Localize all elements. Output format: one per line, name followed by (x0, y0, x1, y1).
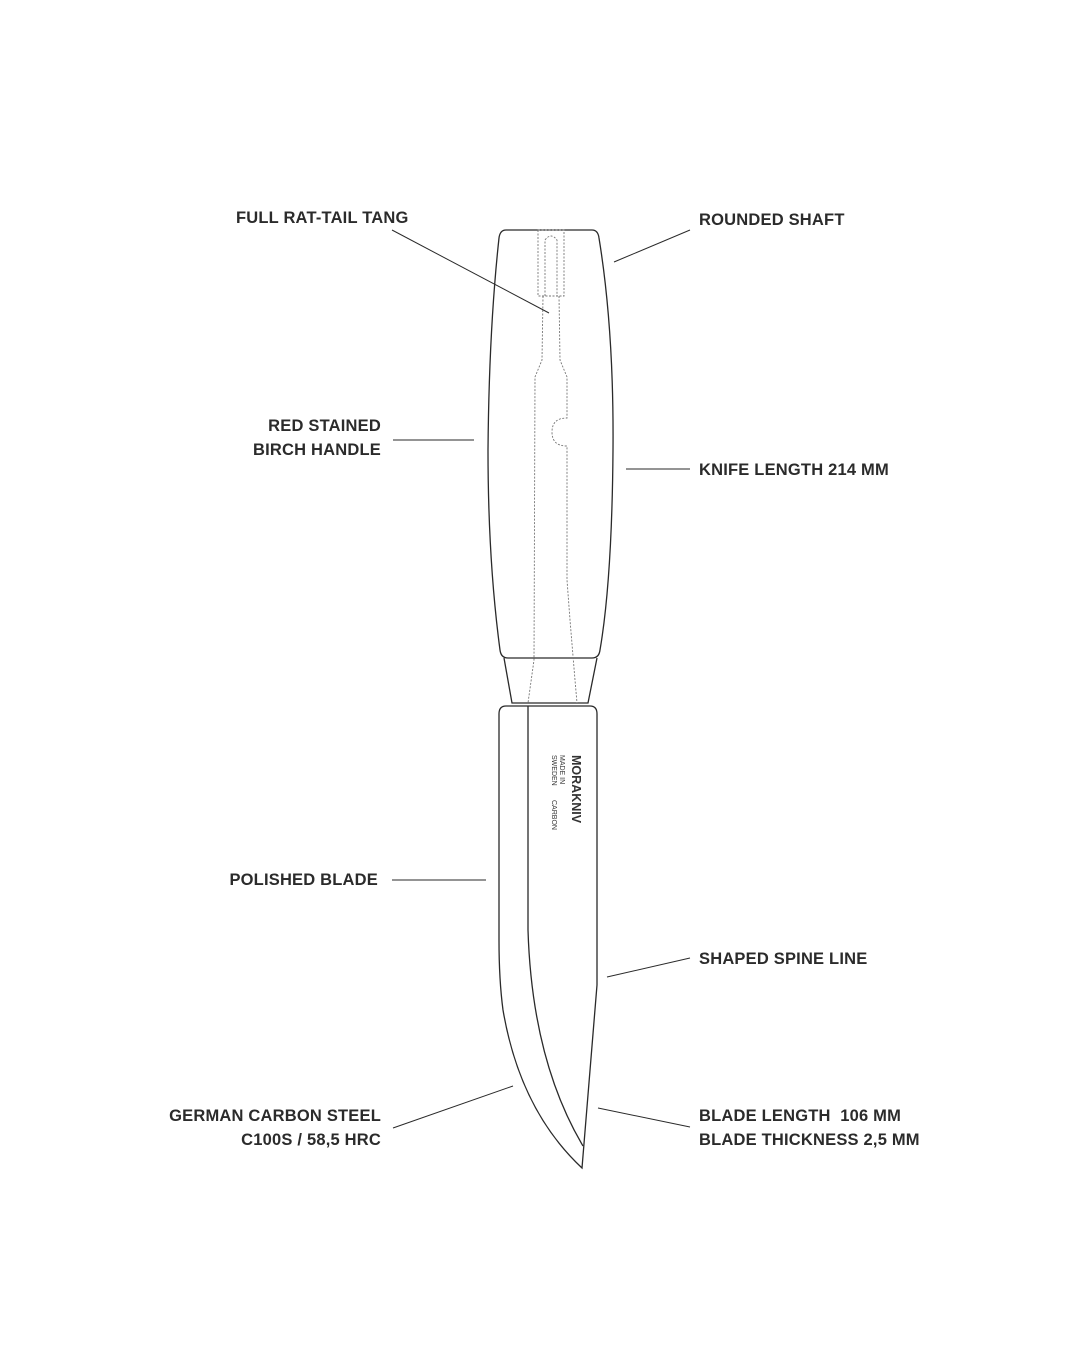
label-blade-length: BLADE LENGTH 106 MM (699, 1107, 901, 1125)
label-shaft: ROUNDED SHAFT (699, 211, 845, 229)
label-handle-1: RED STAINED (268, 417, 381, 435)
tang-hidden-lines (527, 229, 578, 704)
label-tang: FULL RAT-TAIL TANG (236, 209, 409, 227)
label-blade-thickness: BLADE THICKNESS 2,5 MM (699, 1131, 920, 1149)
label-spine: SHAPED SPINE LINE (699, 950, 867, 968)
handle-outline (487, 229, 614, 659)
label-steel-2: C100S / 58,5 HRC (241, 1131, 381, 1149)
svg-text:SWEDEN: SWEDEN (550, 755, 557, 786)
svg-text:MORAKNIV: MORAKNIV (569, 755, 583, 824)
leader-lines (391, 229, 691, 1129)
ferrule-outline (503, 657, 598, 704)
label-blade: POLISHED BLADE (229, 871, 378, 889)
blade-bevel-line (527, 706, 584, 1147)
blade-stamp: MORAKNIV MADE IN SWEDEN CARBON (550, 755, 583, 830)
svg-text:MADE IN: MADE IN (558, 755, 565, 784)
blade-outline (498, 705, 598, 1170)
label-handle-2: BIRCH HANDLE (253, 441, 381, 459)
label-steel-1: GERMAN CARBON STEEL (169, 1107, 381, 1125)
label-knife-length: KNIFE LENGTH 214 MM (699, 461, 889, 479)
svg-text:CARBON: CARBON (550, 800, 557, 830)
